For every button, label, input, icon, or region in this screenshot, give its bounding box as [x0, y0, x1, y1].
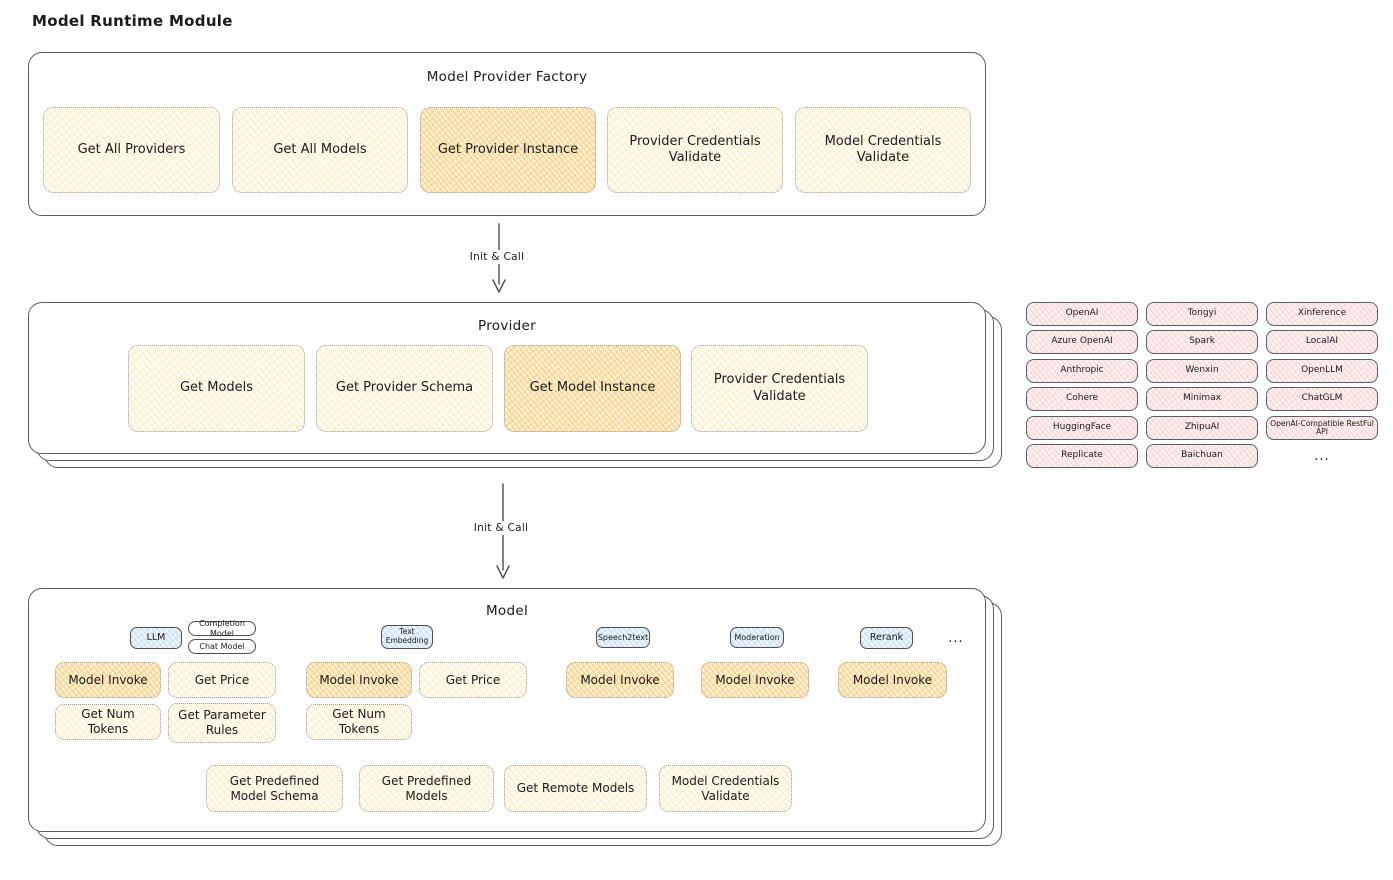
model-type-chip-moderation[interactable]: Moderation — [730, 627, 784, 648]
model-type-chip-llm[interactable]: LLM — [130, 627, 182, 649]
rerank-model-invoke-button[interactable]: Model Invoke — [838, 662, 947, 698]
provider-button-get-models[interactable]: Get Models — [128, 345, 305, 432]
model-type-chip-completion-model[interactable]: Completion Model — [188, 619, 256, 638]
factory-button-model-credentials-validate[interactable]: Model Credentials Validate — [795, 107, 971, 193]
text-embedding-get-price-button[interactable]: Get Price — [419, 662, 527, 698]
provider-button-get-provider-schema[interactable]: Get Provider Schema — [316, 345, 493, 432]
get-predefined-models-button[interactable]: Get Predefined Models — [359, 765, 494, 812]
provider-chip-localai[interactable]: LocalAI — [1266, 330, 1378, 354]
factory-title: Model Provider Factory — [426, 69, 588, 85]
provider-title: Provider — [478, 318, 536, 334]
model-credentials-validate-button[interactable]: Model Credentials Validate — [659, 765, 792, 812]
provider-button-get-model-instance[interactable]: Get Model Instance — [504, 345, 681, 432]
provider-chip-spark[interactable]: Spark — [1146, 330, 1258, 354]
model-types-more-label: ... — [948, 630, 964, 646]
speech2text-model-invoke-button[interactable]: Model Invoke — [566, 662, 674, 698]
factory-button-get-provider-instance[interactable]: Get Provider Instance — [420, 107, 596, 193]
llm-model-invoke-button[interactable]: Model Invoke — [55, 662, 161, 698]
provider-chip-azure-openai[interactable]: Azure OpenAI — [1026, 330, 1138, 354]
page-title: Model Runtime Module — [32, 12, 233, 30]
model-type-chip-chat-model[interactable]: Chat Model — [188, 639, 256, 654]
llm-get-parameter-rules-button[interactable]: Get Parameter Rules — [168, 703, 276, 743]
factory-button-provider-credentials-validate[interactable]: Provider Credentials Validate — [607, 107, 783, 193]
provider-chip-baichuan[interactable]: Baichuan — [1146, 444, 1258, 468]
provider-chip-openai-compatible-restful-api[interactable]: OpenAI-Compatible RestFul API — [1266, 416, 1378, 440]
text-embedding-get-num-tokens-button[interactable]: Get Num Tokens — [306, 704, 412, 740]
model-type-chip-speech2text[interactable]: Speech2text — [596, 627, 650, 648]
model-type-chip-rerank[interactable]: Rerank — [860, 627, 913, 649]
model-title: Model — [485, 603, 529, 619]
provider-chip-cohere[interactable]: Cohere — [1026, 387, 1138, 411]
provider-list-more-label: ... — [1314, 448, 1330, 464]
provider-chip-wenxin[interactable]: Wenxin — [1146, 359, 1258, 383]
arrow-label-init-call-2: Init & Call — [461, 521, 541, 535]
provider-chip-anthropic[interactable]: Anthropic — [1026, 359, 1138, 383]
factory-button-get-all-models[interactable]: Get All Models — [232, 107, 408, 193]
provider-chip-replicate[interactable]: Replicate — [1026, 444, 1138, 468]
provider-chip-tongyi[interactable]: Tongyi — [1146, 302, 1258, 326]
provider-chip-minimax[interactable]: Minimax — [1146, 387, 1258, 411]
get-remote-models-button[interactable]: Get Remote Models — [504, 765, 647, 812]
provider-chip-huggingface[interactable]: HuggingFace — [1026, 416, 1138, 440]
provider-button-provider-credentials-validate[interactable]: Provider Credentials Validate — [691, 345, 868, 432]
llm-get-num-tokens-button[interactable]: Get Num Tokens — [55, 704, 161, 740]
llm-get-price-button[interactable]: Get Price — [168, 662, 276, 698]
get-predefined-model-schema-button[interactable]: Get Predefined Model Schema — [206, 765, 343, 812]
model-type-chip-text-embedding[interactable]: Text Embedding — [381, 625, 433, 649]
provider-chip-xinference[interactable]: Xinference — [1266, 302, 1378, 326]
arrow-label-init-call-1: Init & Call — [457, 250, 537, 264]
provider-chip-zhipuai[interactable]: ZhipuAI — [1146, 416, 1258, 440]
moderation-model-invoke-button[interactable]: Model Invoke — [701, 662, 809, 698]
text-embedding-model-invoke-button[interactable]: Model Invoke — [306, 662, 412, 698]
provider-chip-openllm[interactable]: OpenLLM — [1266, 359, 1378, 383]
provider-chip-chatglm[interactable]: ChatGLM — [1266, 387, 1378, 411]
provider-chip-openai[interactable]: OpenAI — [1026, 302, 1138, 326]
factory-button-get-all-providers[interactable]: Get All Providers — [43, 107, 220, 193]
